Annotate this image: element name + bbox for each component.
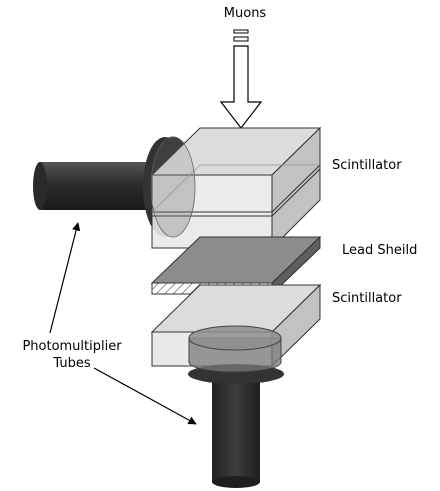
vertical-photomultiplier-tube <box>188 325 284 488</box>
pmt-label-line1: Photomultiplier <box>22 339 122 354</box>
muon-arrow <box>219 29 263 129</box>
lead-shield-label: Lead Sheild <box>342 243 417 258</box>
bottom-scintillator-label: Scintillator <box>332 291 402 306</box>
pmt-label-line2: Tubes <box>52 356 90 371</box>
pmt-pointer-arrow-upper <box>49 222 81 334</box>
top-scintillator <box>150 126 322 250</box>
muons-label: Muons <box>224 6 267 21</box>
top-scintillator-label: Scintillator <box>332 158 402 173</box>
pmt-pointer-arrow-lower <box>93 367 197 425</box>
